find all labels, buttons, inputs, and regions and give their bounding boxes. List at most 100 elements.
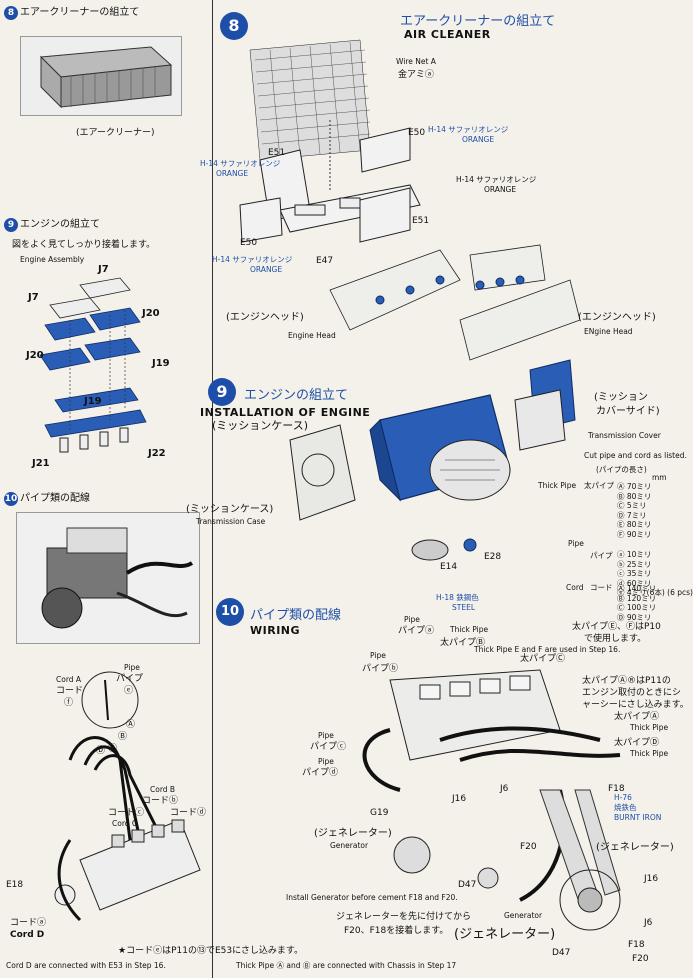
thick-pipe-a-jp: 太パイプⒶ bbox=[614, 712, 659, 722]
trans-cover-jp-2: カバーサイド) bbox=[596, 406, 660, 417]
pipe-cell: 25ミリ bbox=[626, 559, 652, 569]
step-number-badge: 8 bbox=[4, 6, 18, 20]
pipe-jp: パイプ bbox=[590, 551, 613, 560]
cord-mark-b: Ⓑ bbox=[118, 732, 128, 742]
pipe-row: ⓒ 35ミリ bbox=[617, 569, 683, 579]
cord-row: Ⓓ 90ミリ bbox=[617, 613, 683, 623]
cord-en: Cord bbox=[566, 583, 584, 592]
step9-note: 図をよく見てしっかり接着します。 bbox=[12, 240, 156, 250]
part-label-j22: J22 bbox=[148, 448, 166, 459]
thick-pipe-cell: 70ミリ bbox=[626, 482, 652, 491]
thick-pipe-d-mark: Ⓓ bbox=[650, 738, 660, 748]
thick-ef-note-en: Thick Pipe E and F are used in Step 16. bbox=[474, 645, 621, 654]
cord-b-jp-text: コード bbox=[142, 796, 170, 806]
thick-pipe-cell: Ⓕ bbox=[617, 529, 627, 539]
cord-cell: Ⓑ bbox=[617, 593, 627, 603]
generator-note-jp-1: ジェネレーターを先に付けてから bbox=[336, 912, 472, 922]
step8-title-en: AIR CLEANER bbox=[404, 28, 491, 41]
step10-title-jp: パイプ類の配線 bbox=[250, 608, 342, 623]
paint-en: ORANGE bbox=[462, 135, 495, 144]
thick-pipe-b-jp: 太パイプⒷ bbox=[440, 638, 486, 648]
thick-ef-note-jp-1: 太パイプⒺ、ⒻはP10 bbox=[572, 622, 661, 632]
pipe-en: Pipe bbox=[568, 539, 584, 548]
part-label-j6b: J6 bbox=[644, 918, 653, 928]
engine-installation-diagram bbox=[289, 244, 581, 561]
cord-b-mark: ⓑ bbox=[169, 796, 179, 806]
pipe-row: ⓑ 25ミリ bbox=[617, 560, 683, 570]
paint-en: ORANGE bbox=[250, 265, 283, 274]
generator-en-label: Generator bbox=[330, 841, 369, 850]
part-label-j16b: J16 bbox=[644, 874, 659, 884]
part-label-f20: F20 bbox=[520, 842, 537, 852]
thick-pipe-row: Ⓓ 7ミリ bbox=[617, 511, 683, 521]
air-cleaner-photo-art bbox=[21, 37, 181, 115]
thick-pipe-cell: Ⓒ bbox=[617, 501, 627, 510]
part-label-f20b: F20 bbox=[632, 954, 649, 964]
pipe-d-jp: パイプⓓ bbox=[302, 768, 339, 778]
thick-pipe-cell: 80ミリ bbox=[626, 491, 652, 501]
pipe-row: ⓓ 60ミリ bbox=[617, 579, 683, 589]
thick-pipe-cell: 7ミリ bbox=[626, 510, 647, 520]
thick-pipe-cell: Ⓑ bbox=[617, 491, 627, 501]
thick-pipe-d-jp-text: 太パイプ bbox=[614, 738, 651, 748]
pipe-cell: ⓓ bbox=[617, 578, 627, 588]
part-label-j16: J16 bbox=[452, 794, 467, 804]
engine-head-jp-right: (エンジンヘッド) bbox=[578, 312, 656, 323]
part-label-d47b: D47 bbox=[552, 948, 571, 958]
paint-code: H-14 bbox=[212, 255, 230, 264]
wire-net-jp-text: 金アミ bbox=[398, 70, 425, 80]
cord-mark-a: Ⓐ bbox=[126, 720, 136, 730]
cord-d-jp-top: コードⓓ bbox=[170, 808, 206, 818]
p11-note-1: 太パイプⒶ®はP11の bbox=[582, 676, 671, 686]
generator-note-en: Install Generator before cement F18 and … bbox=[286, 893, 458, 902]
cord-b-label: Cord B bbox=[150, 785, 176, 794]
paint-h14-label-1: H-14 サファリオレンジ bbox=[428, 125, 508, 135]
thick-pipe-d-en: Thick Pipe bbox=[630, 749, 669, 758]
part-label-e47: E47 bbox=[316, 256, 334, 266]
pipe-a-jp: パイプⓐ bbox=[398, 626, 435, 636]
thick-pipe-row: Ⓐ 70ミリ bbox=[617, 482, 683, 492]
pipe-mark: ⓔ bbox=[124, 686, 134, 696]
thick-pipe-cell: 90ミリ bbox=[626, 529, 652, 539]
cord-table: Ⓐ 140ミリ Ⓑ 120ミリ Ⓒ 100ミリ Ⓓ 90ミリ bbox=[617, 584, 683, 622]
cord-cell: Ⓒ bbox=[617, 603, 627, 612]
step9-title-jp: エンジンの組立て bbox=[244, 388, 349, 403]
cord-c-label: Cord C bbox=[112, 819, 138, 828]
step8-badge-right: 8 bbox=[220, 12, 248, 40]
cord-cell: 90ミリ bbox=[626, 612, 652, 622]
step10-title-en: WIRING bbox=[250, 624, 301, 637]
part-label-e28: E28 bbox=[484, 552, 502, 562]
trans-cover-jp-1: (ミッション bbox=[594, 392, 648, 403]
pipe-row: ⓐ 10ミリ bbox=[617, 550, 683, 560]
steel-paint-label: H-18 鉄鋼色 bbox=[436, 593, 479, 603]
part-label-g19: G19 bbox=[370, 808, 389, 818]
part-label-j19: J19 bbox=[152, 358, 170, 369]
cord-cell: Ⓐ bbox=[617, 584, 627, 593]
wiring-inset-diagram bbox=[54, 671, 201, 922]
paint-en: ORANGE bbox=[484, 185, 517, 194]
pipe-table: ⓐ 10ミリ ⓑ 25ミリ ⓒ 35ミリ ⓓ 60ミリ ⓔ 4ミリ(6本) (6… bbox=[617, 550, 693, 598]
pipe-b-jp: パイプⓑ bbox=[362, 664, 399, 674]
pipe-c-jp: パイプⓒ bbox=[310, 742, 347, 752]
generator-jp-label: (ジェネレーター) bbox=[314, 828, 392, 839]
thick-pipe-a-mark: Ⓐ bbox=[650, 712, 660, 722]
pipe-c-en: Pipe bbox=[318, 731, 334, 740]
cord-a-jp-text: コード bbox=[56, 686, 84, 696]
thick-pipe-c-jp: 太パイプⒸ bbox=[520, 654, 566, 664]
step9-title-en: INSTALLATION OF ENGINE bbox=[200, 406, 371, 419]
thick-pipe-row: Ⓔ 80ミリ bbox=[617, 520, 683, 530]
cord-c-mark: ⓒ bbox=[135, 808, 145, 818]
paint-h14-label-2: H-14 サファリオレンジ bbox=[200, 159, 280, 169]
part-label-e50: E50 bbox=[240, 238, 258, 248]
paint-code: H-14 bbox=[428, 125, 446, 134]
pipe-cell: ⓑ bbox=[617, 559, 627, 569]
thick-pipe-cell: 5ミリ bbox=[626, 501, 647, 510]
thick-pipe-a-jp-text: 太パイプ bbox=[614, 712, 651, 722]
cord-d-jp-text: コード bbox=[170, 808, 198, 818]
part-label-e51: E51 bbox=[412, 216, 430, 226]
air-cleaner-caption: (エアークリーナー) bbox=[76, 128, 155, 138]
cord-c-jp: コードⓒ bbox=[108, 808, 144, 818]
thick-pipe-table: Ⓐ 70ミリ Ⓑ 80ミリ Ⓒ 5ミリ Ⓓ 7ミリ Ⓔ 80ミリ Ⓕ 90ミリ bbox=[617, 482, 683, 539]
